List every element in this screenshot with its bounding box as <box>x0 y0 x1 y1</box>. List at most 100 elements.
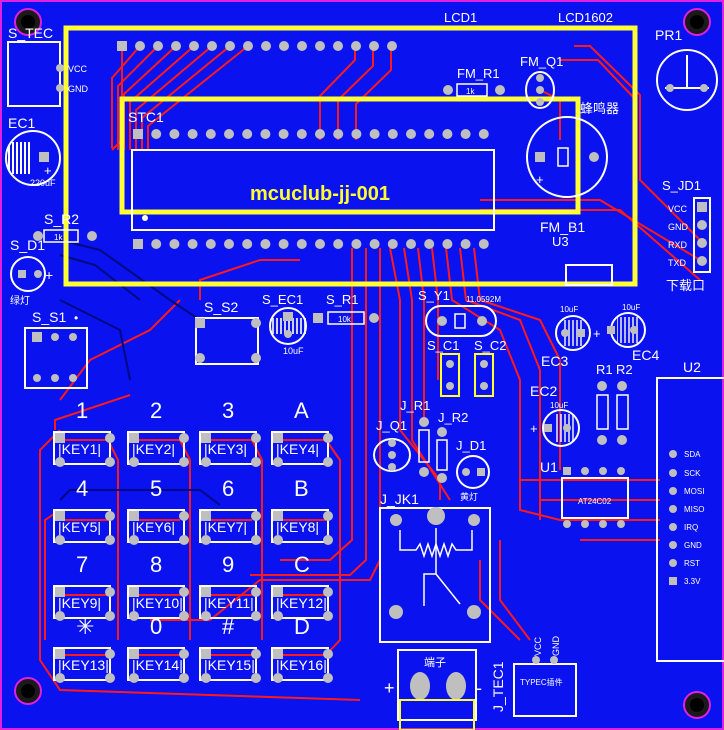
key-label: |KEY5| <box>58 519 101 535</box>
keypad-key-4[interactable]: A|KEY4| <box>271 398 333 467</box>
s-ec1-label: S_EC1 <box>262 292 303 307</box>
keypad-key-10[interactable]: 8|KEY10| <box>127 552 189 621</box>
keypad-key-1[interactable]: 1|KEY1| <box>53 398 115 467</box>
stc1-pad <box>387 239 398 249</box>
stc1-pad <box>224 129 234 139</box>
s-d1-label: S_D1 <box>10 237 45 253</box>
s-ec1-capacitor <box>269 307 307 345</box>
pr1-label: PR1 <box>655 27 682 43</box>
u2-sck: SCK <box>684 469 701 478</box>
s-tec-connector <box>7 41 64 107</box>
keypad-key-12[interactable]: C|KEY12| <box>271 552 333 621</box>
stc1-pin1-dot <box>142 215 148 221</box>
ec3-plus: + <box>593 326 601 341</box>
jd-rxd: RXD <box>668 240 688 250</box>
stc1-pad <box>260 239 271 249</box>
lcd-pad <box>315 41 325 51</box>
stc1-pad <box>278 129 289 139</box>
key-label: |KEY3| <box>204 441 247 457</box>
lcd-pad <box>243 41 253 51</box>
stc1-pad <box>151 239 162 249</box>
r2-resistor <box>616 381 629 445</box>
u1-eeprom <box>561 467 629 528</box>
stc1-pad <box>369 239 380 249</box>
keypad-key-15[interactable]: #|KEY15| <box>199 614 261 683</box>
stc1-pad <box>369 129 380 139</box>
stc1-pad <box>224 239 234 249</box>
dark-traces <box>59 239 221 506</box>
lcd-pad <box>369 41 379 51</box>
key-char: 9 <box>222 552 234 577</box>
s-ec1-value: 10uF <box>283 346 304 356</box>
key-label: |KEY10| <box>132 595 183 611</box>
keypad-key-9[interactable]: 7|KEY9| <box>53 552 115 621</box>
j-d1-text: 黄灯 <box>460 491 478 502</box>
download-label: 下载口 <box>666 278 705 293</box>
key-char: A <box>294 398 309 423</box>
ec4-value: 10uF <box>622 303 640 312</box>
keypad-key-7[interactable]: 6|KEY7| <box>199 476 261 545</box>
keypad-key-6[interactable]: 5|KEY6| <box>127 476 189 545</box>
keypad-key-3[interactable]: 3|KEY3| <box>199 398 261 467</box>
stc1-pad <box>187 129 198 139</box>
lcd-header-pads <box>117 41 397 51</box>
terminal-minus: - <box>476 678 482 698</box>
stc1-pad <box>133 129 143 139</box>
j-d1-led <box>456 455 490 489</box>
lcd-pad <box>171 41 181 51</box>
key-char: 1 <box>76 398 88 423</box>
r2-label: R2 <box>616 362 633 377</box>
jd-gnd: GND <box>668 222 689 232</box>
u3-outline <box>565 264 613 286</box>
lcd1-label: LCD1 <box>444 10 477 25</box>
lcd-pad <box>117 41 127 51</box>
stc1-pad <box>296 239 307 249</box>
lamp-label: 绿灯 <box>10 294 30 307</box>
s-s1-dot: • <box>74 311 78 325</box>
stc1-top-pads <box>133 129 489 139</box>
key-label: |KEY9| <box>58 595 101 611</box>
keypad-key-16[interactable]: D|KEY16| <box>271 614 333 683</box>
s-tec-label: S_TEC <box>8 25 53 41</box>
stc1-pad <box>278 239 289 249</box>
keypad-key-2[interactable]: 2|KEY2| <box>127 398 189 467</box>
s-tec-vcc: VCC <box>68 64 88 74</box>
u2-miso: MISO <box>684 505 704 514</box>
lcd-pad <box>189 41 199 51</box>
key-char: D <box>294 614 310 639</box>
key-label: |KEY11| <box>204 595 254 611</box>
keypad-matrix: 1|KEY1|2|KEY2|3|KEY3|A|KEY4| 4|KEY5|5|KEY… <box>53 398 333 683</box>
stc1-pad <box>169 129 180 139</box>
s-s1-switch[interactable] <box>24 327 88 389</box>
ec2-plus: + <box>530 421 538 436</box>
s-y1-crystal <box>425 305 497 337</box>
stc1-pad <box>442 239 453 249</box>
j-jk1-relay <box>379 507 491 643</box>
keypad-key-14[interactable]: 0 |KEY14| <box>127 614 189 683</box>
lcd-pad <box>135 41 145 51</box>
j-tec1-label: J_TEC1 <box>490 661 506 712</box>
mounting-holes <box>14 8 711 719</box>
stc1-pad <box>424 129 435 139</box>
key-label: |KEY15| <box>204 657 255 673</box>
lcd-pad <box>225 41 235 51</box>
lcd-pad <box>261 41 271 51</box>
keypad-key-8[interactable]: B|KEY8| <box>271 476 333 545</box>
keypad-key-13[interactable]: ✳|KEY13| <box>53 614 115 683</box>
stc1-pad <box>315 239 325 249</box>
s-r1-value: 10k <box>338 315 352 324</box>
key-char: 0 <box>150 614 162 639</box>
stc1-pad <box>187 239 198 249</box>
keypad-key-11[interactable]: 9 |KEY11| <box>199 552 261 621</box>
u2-module-outline <box>656 377 724 662</box>
j-d1-label: J_D1 <box>456 438 486 453</box>
lcd-pad <box>297 41 307 51</box>
key-label: |KEY14| <box>132 657 183 673</box>
ec2-value: 10uF <box>550 401 568 410</box>
stc1-pad <box>315 129 325 139</box>
stc1-pad <box>406 239 416 249</box>
keypad-key-5[interactable]: 4|KEY5| <box>53 476 115 545</box>
s-s2-button[interactable] <box>195 317 261 365</box>
ec3-label: EC3 <box>541 353 568 369</box>
typec-connector <box>513 656 577 717</box>
